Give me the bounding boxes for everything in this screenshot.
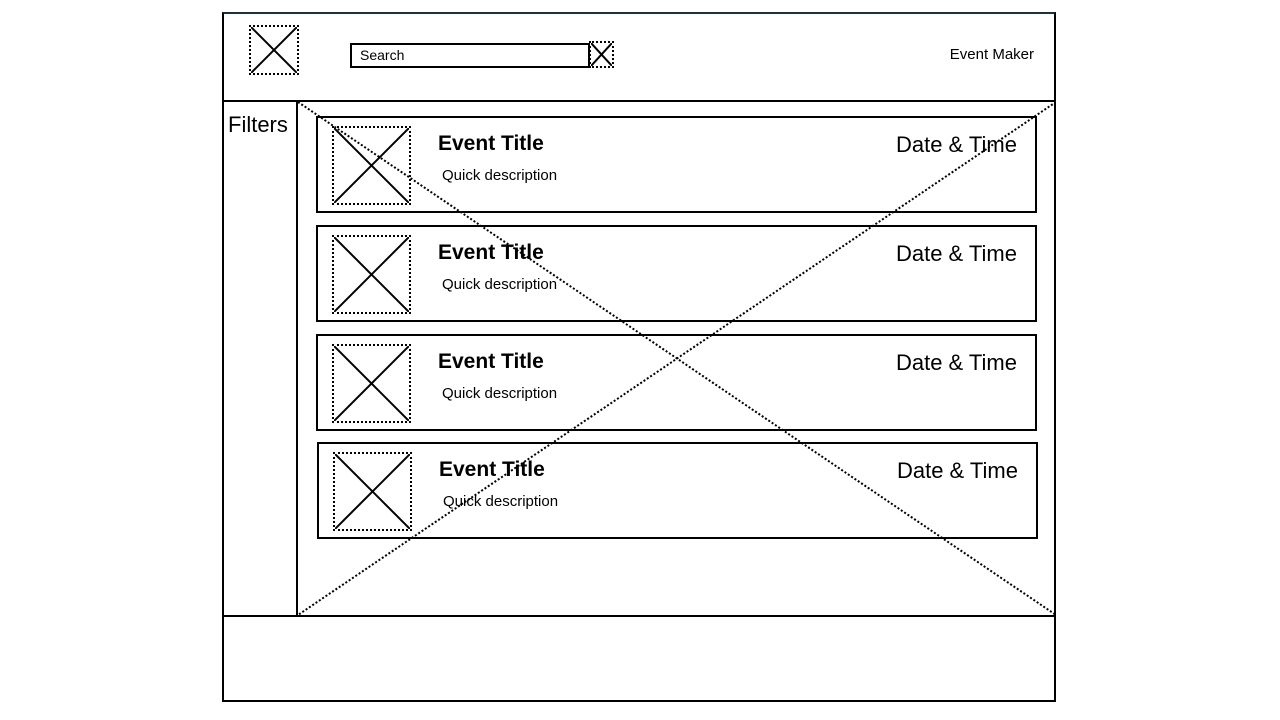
event-list: Event Title Quick description Date & Tim… xyxy=(298,102,1056,615)
event-datetime: Date & Time xyxy=(895,350,1017,375)
event-datetime: Date & Time xyxy=(896,458,1018,483)
header: Search Event Maker xyxy=(224,14,1054,102)
search-button-icon[interactable] xyxy=(589,41,614,68)
event-description: Quick description xyxy=(442,385,558,402)
event-description: Quick description xyxy=(443,493,559,510)
brand-label[interactable]: Event Maker xyxy=(949,46,1034,63)
event-card[interactable]: Event Title Quick description Date & Tim… xyxy=(316,116,1037,213)
event-card[interactable]: Event Title Quick description Date & Tim… xyxy=(317,442,1038,539)
event-thumbnail-icon xyxy=(332,344,411,423)
event-datetime: Date & Time xyxy=(895,241,1017,266)
event-title: Event Title xyxy=(438,132,544,155)
filters-sidebar: Filters xyxy=(224,102,298,615)
logo-placeholder-icon[interactable] xyxy=(249,25,299,75)
event-description: Quick description xyxy=(442,167,558,184)
event-thumbnail-icon xyxy=(332,126,411,205)
event-card[interactable]: Event Title Quick description Date & Tim… xyxy=(316,334,1037,431)
event-card[interactable]: Event Title Quick description Date & Tim… xyxy=(316,225,1037,322)
event-description: Quick description xyxy=(442,276,558,293)
app-frame: Search Event Maker Filters Event Title Q… xyxy=(222,12,1056,702)
search-input[interactable]: Search xyxy=(350,43,590,68)
event-title: Event Title xyxy=(438,350,544,373)
event-datetime: Date & Time xyxy=(895,132,1017,157)
footer xyxy=(224,615,1054,700)
event-thumbnail-icon xyxy=(332,235,411,314)
event-thumbnail-icon xyxy=(333,452,412,531)
event-title: Event Title xyxy=(439,458,545,481)
filters-heading[interactable]: Filters xyxy=(228,112,288,137)
event-title: Event Title xyxy=(438,241,544,264)
